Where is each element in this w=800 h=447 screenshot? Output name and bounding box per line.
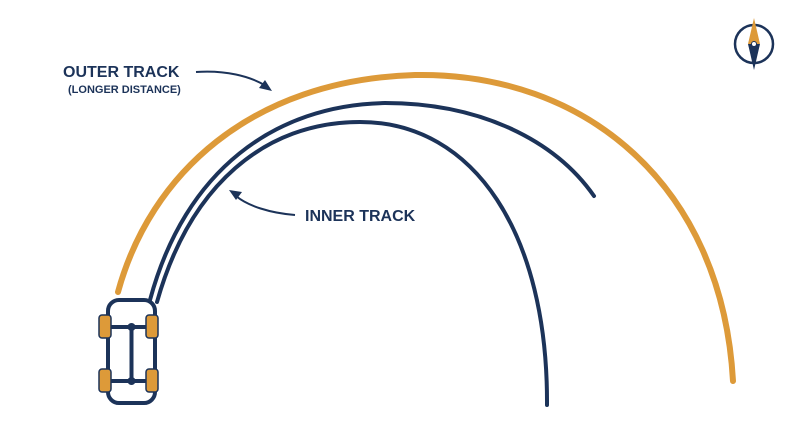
compass-icon	[733, 18, 775, 70]
inner-track-label: INNER TRACK	[305, 208, 416, 225]
outer-track-label: OUTER TRACK	[63, 64, 180, 81]
inner-track-curve-b	[155, 119, 550, 407]
outer-track-curve	[115, 71, 736, 384]
inner-track-arrow	[229, 190, 296, 216]
wheel-rear-right	[145, 368, 159, 393]
vehicle-top-view-icon	[98, 298, 159, 405]
wheel-rear-left	[98, 368, 112, 393]
wheel-front-left	[98, 314, 112, 339]
wheel-front-right	[145, 314, 159, 339]
outer-track-note: (LONGER DISTANCE)	[68, 84, 181, 96]
vehicle-front-hub	[127, 323, 136, 331]
compass-needle-south	[748, 44, 760, 70]
inner-track-curve-a	[148, 100, 596, 302]
outer-track-arrow	[195, 70, 272, 91]
compass-needle-north	[748, 18, 760, 44]
vehicle-rear-hub	[127, 377, 136, 385]
